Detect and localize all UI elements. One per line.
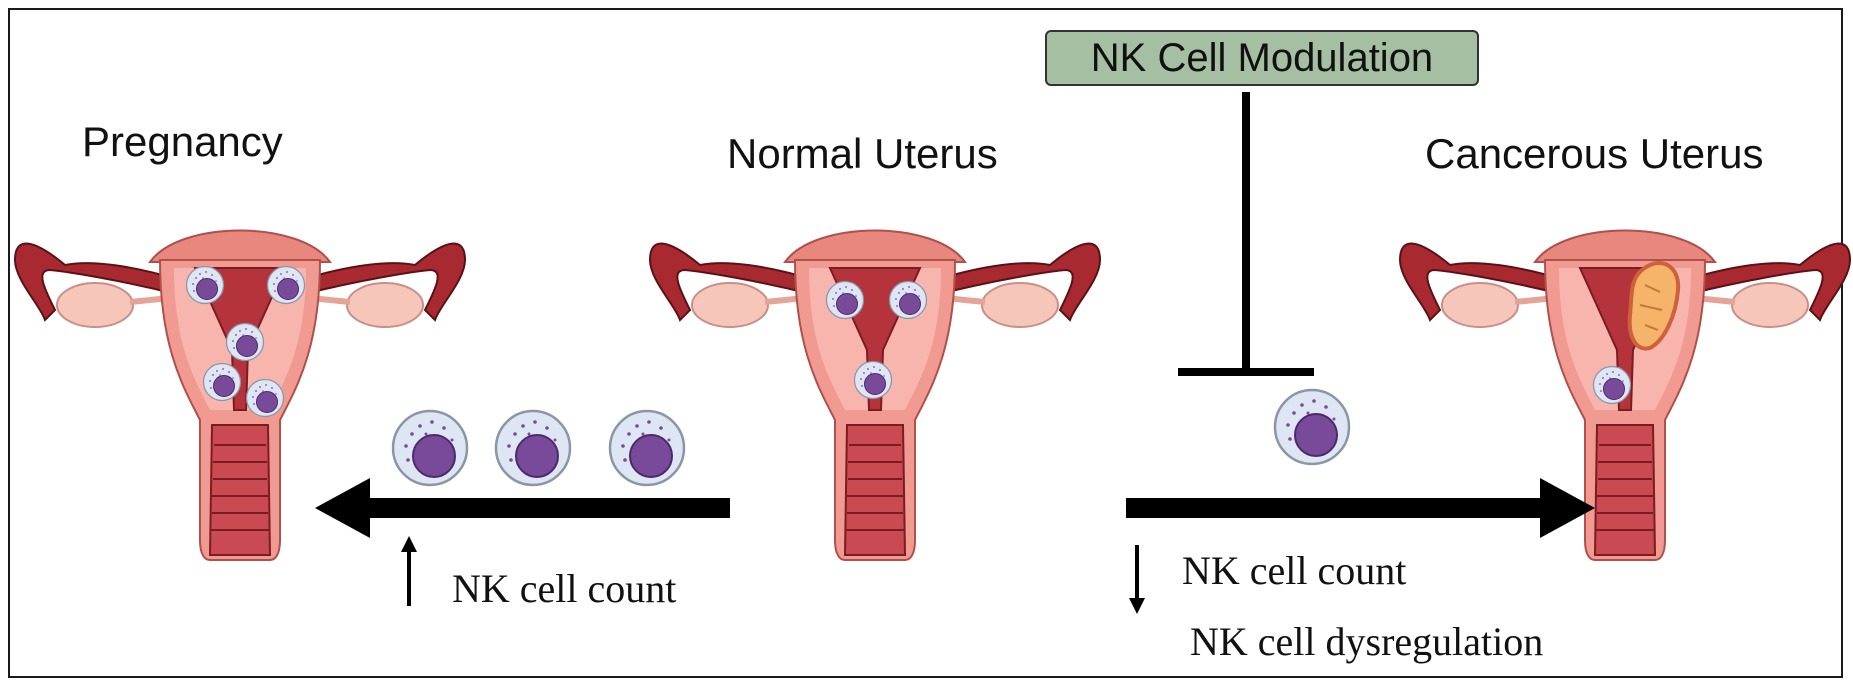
nk-cell-icon bbox=[245, 378, 285, 418]
nk-cell-icon bbox=[185, 265, 225, 305]
arrow-icon-left bbox=[315, 478, 730, 538]
tumor-icon bbox=[1627, 260, 1681, 351]
nk-cell-icon bbox=[608, 409, 686, 487]
title-pregnancy: Pregnancy bbox=[82, 118, 283, 165]
inhibition-bar-icon bbox=[1178, 92, 1314, 376]
modulation-label: NK Cell Modulation bbox=[1090, 35, 1434, 80]
nk-count-down-label: NK cell count bbox=[1182, 548, 1407, 593]
title-cancerous-uterus: Cancerous Uterus bbox=[1425, 130, 1764, 177]
nk-cell-icon bbox=[391, 409, 469, 487]
nk-cell-icon bbox=[494, 409, 572, 487]
nk-cell-icon bbox=[1273, 388, 1351, 466]
nk-dysregulation-label: NK cell dysregulation bbox=[1190, 619, 1544, 664]
nk-cell-icon bbox=[225, 322, 265, 362]
nk-count-up-label: NK cell count bbox=[452, 566, 677, 611]
nk-cell-icon bbox=[853, 360, 893, 400]
nk-cell-icon bbox=[202, 362, 242, 402]
nk-cell-icon bbox=[266, 265, 306, 305]
nk-cell-icon bbox=[825, 280, 865, 320]
title-normal-uterus: Normal Uterus bbox=[727, 130, 998, 177]
nk-cell-modulation-box: NK Cell Modulation bbox=[1045, 30, 1479, 86]
down-arrow-icon bbox=[1129, 545, 1145, 614]
arrow-icon-right bbox=[1126, 478, 1595, 538]
nk-cell-icon bbox=[888, 280, 928, 320]
up-arrow-icon bbox=[401, 536, 417, 606]
nk-cell-icon bbox=[1592, 365, 1632, 405]
